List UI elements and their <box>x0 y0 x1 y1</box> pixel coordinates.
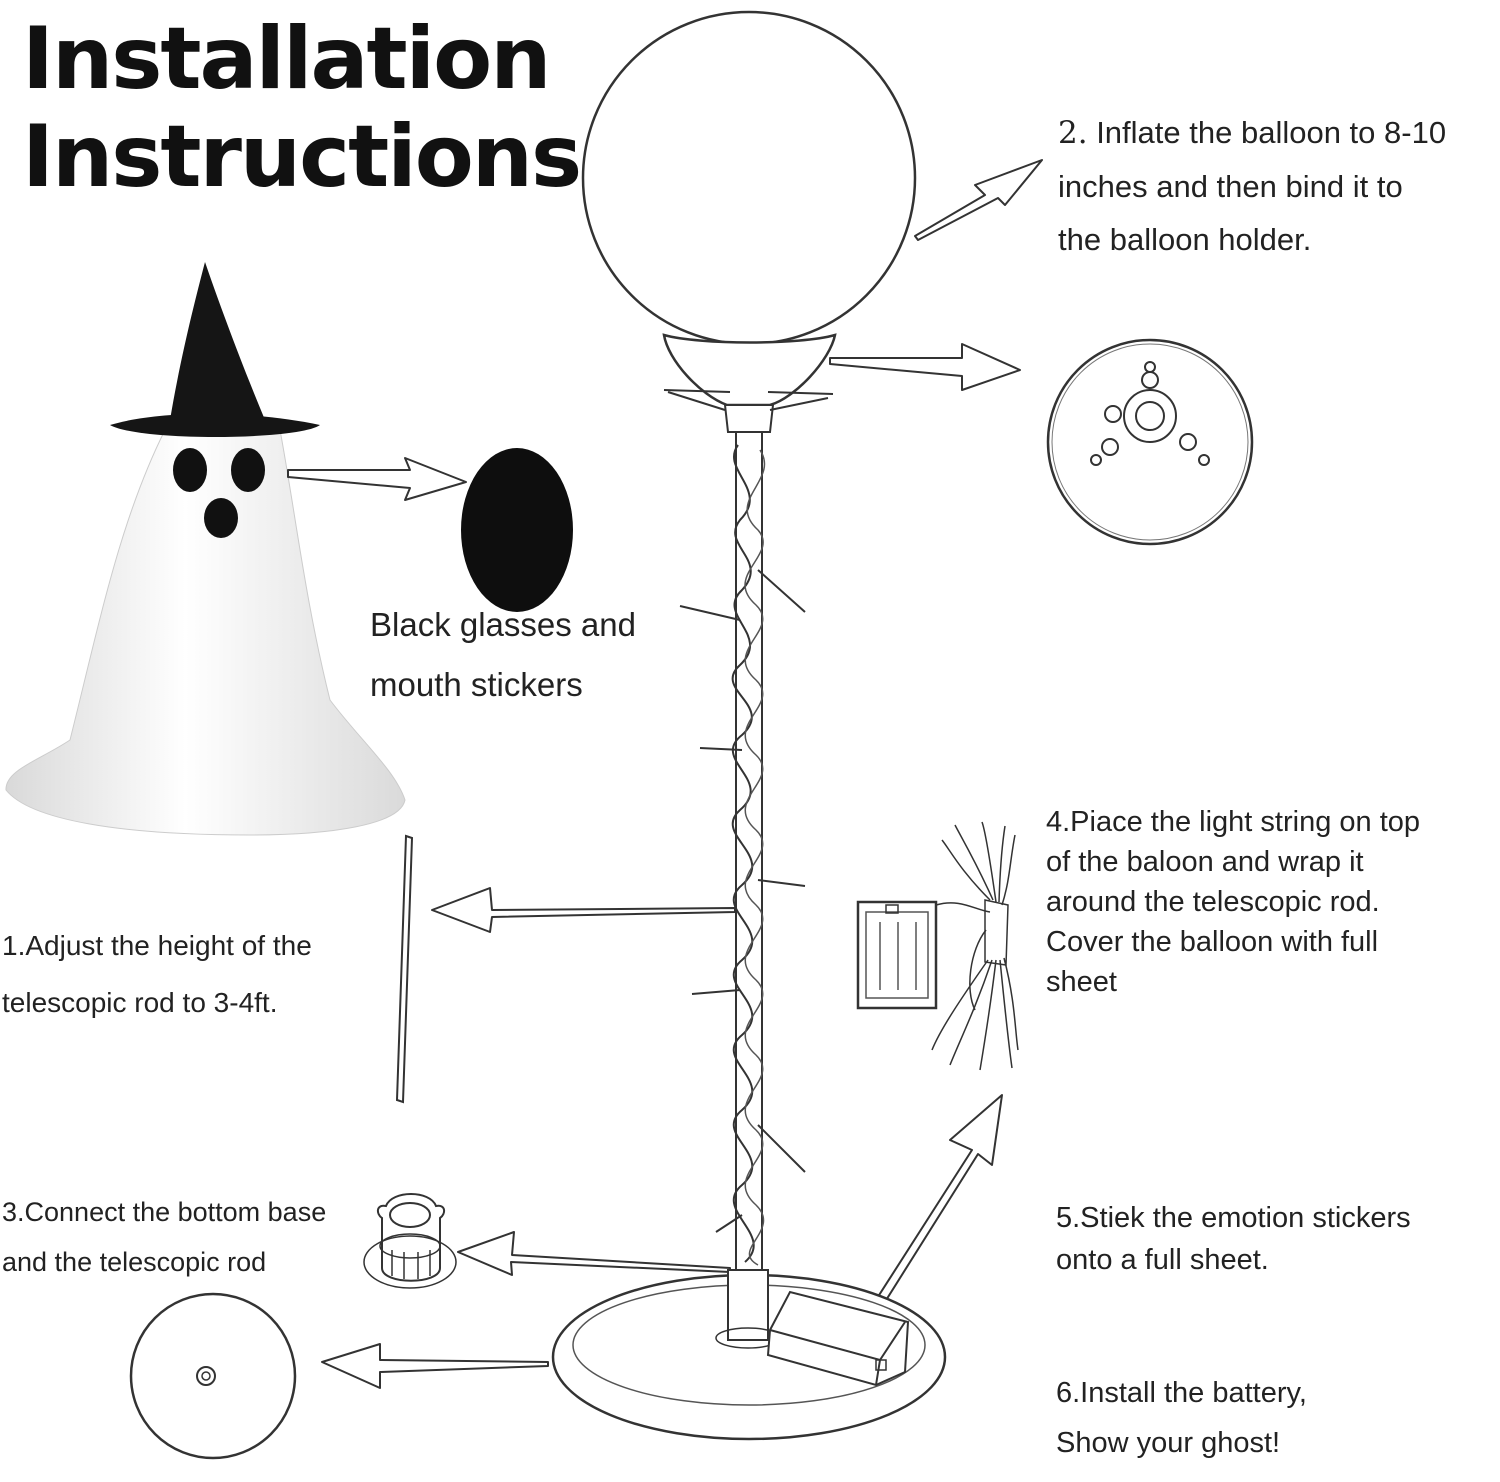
arrow-to-base <box>321 1343 549 1389</box>
ghost-witch-hat-icon <box>5 262 406 836</box>
bottom-base-icon <box>129 1292 297 1460</box>
step-1-text: 1.Adjust the height of the telescopic ro… <box>2 930 312 1018</box>
black-sticker-icon <box>461 448 573 612</box>
light-string-icon <box>856 821 1019 1071</box>
arrow-to-step2 <box>914 159 1043 241</box>
arrow-to-rod <box>431 887 736 933</box>
step-3-text: 3.Connect the bottom base and the telesc… <box>2 1197 327 1277</box>
balloon-icon <box>581 10 917 433</box>
base-connector-icon <box>363 1193 457 1289</box>
step-2-text: 2. Inflate the balloon to 8-10 inches an… <box>1058 106 1498 266</box>
arrow-to-connector <box>457 1231 731 1276</box>
battery-box-icon <box>766 1290 910 1387</box>
step-4-text: 4.Piace the light string on top of the b… <box>1046 806 1421 998</box>
step-6-text: 6.Install the battery, Show your ghost! <box>1056 1377 1307 1459</box>
telescopic-rod-icon <box>395 834 414 1104</box>
step-2-number: 2. <box>1058 115 1088 151</box>
arrows <box>287 159 1043 1389</box>
holder-top-view-icon <box>1046 338 1254 546</box>
step-2-body: Inflate the balloon to 8-10 inches and t… <box>1058 115 1447 257</box>
page-title: Installation Instructions <box>22 9 582 207</box>
arrow-to-sticker <box>287 457 467 501</box>
step-5-text: 5.Stiek the emotion stickers onto a full… <box>1056 1202 1411 1276</box>
stickers-label: Black glasses and mouth stickers <box>370 606 636 703</box>
arrow-to-holder <box>829 343 1021 391</box>
